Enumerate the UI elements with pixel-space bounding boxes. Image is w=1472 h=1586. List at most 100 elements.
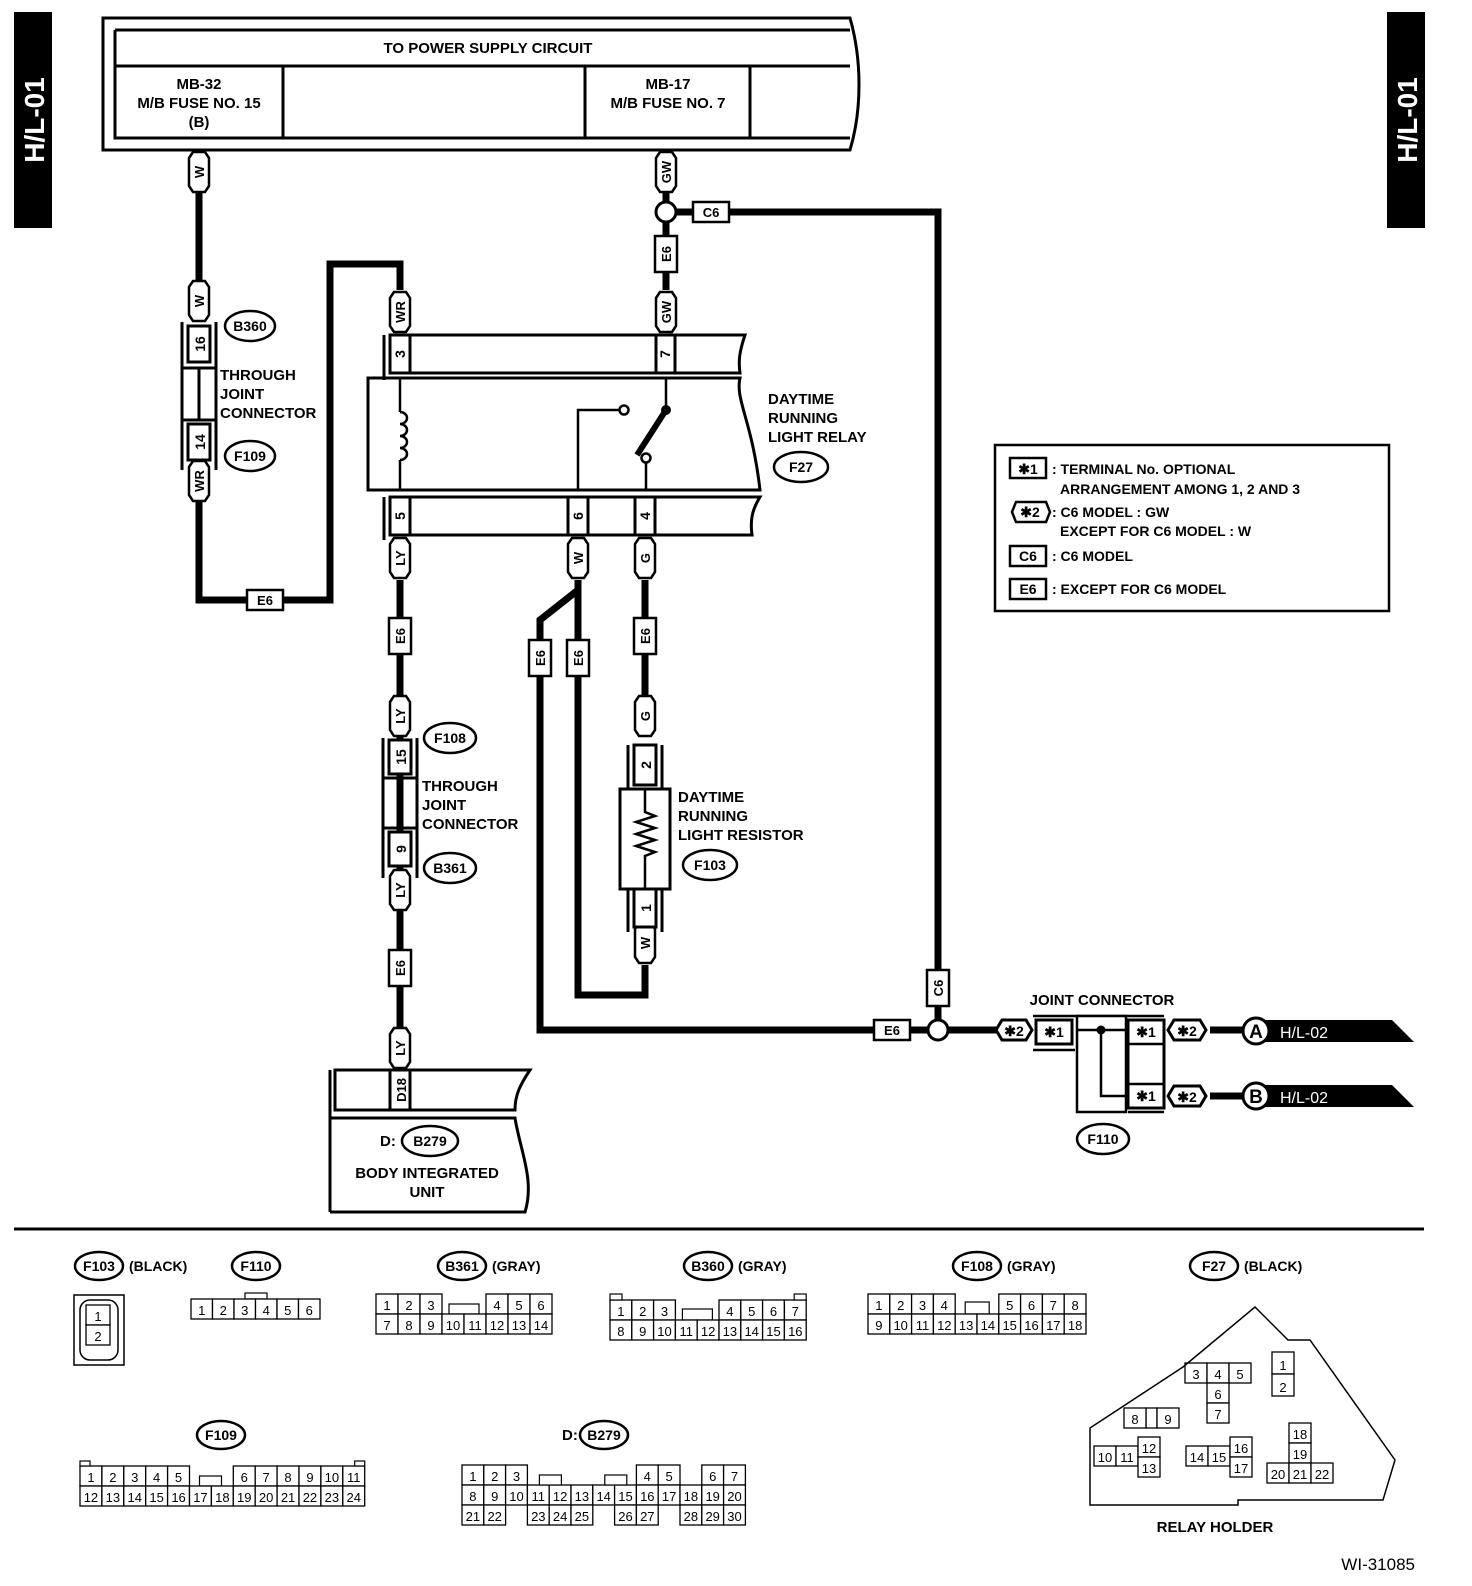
relay-pin-4: 4 (637, 512, 653, 520)
pin-14: 14 (1190, 1450, 1204, 1465)
wire-color-w-b360-text: W (192, 294, 207, 307)
resistor-label-1: DAYTIME (678, 789, 744, 806)
pin-17: 17 (1046, 1318, 1060, 1333)
wires (195, 190, 1245, 1100)
pin-27: 27 (640, 1509, 654, 1524)
wire-color-w-top-text: W (192, 165, 207, 178)
pin-23: 23 (531, 1509, 545, 1524)
model-tag-e6: E6 (387, 616, 413, 656)
pin-11: 11 (680, 1324, 694, 1339)
pin-21: 21 (1293, 1467, 1307, 1482)
model-tag-text: E6 (393, 960, 408, 976)
pin-16: 16 (640, 1489, 654, 1504)
pin-5: 5 (284, 1303, 291, 1318)
pin-6: 6 (770, 1304, 777, 1319)
side-tab-left-label: H/L-01 (19, 77, 50, 163)
fuse-left-line2: M/B FUSE NO. 15 (137, 95, 260, 112)
pin-16: 16 (1024, 1318, 1038, 1333)
pin-12: 12 (937, 1318, 951, 1333)
output-a[interactable]: A H/L-02 (1241, 1016, 1414, 1046)
output-a-circle: A (1249, 1022, 1263, 1043)
model-tag-c6: C6 (925, 968, 951, 1008)
pin-16: 16 (192, 336, 208, 352)
pin-2: 2 (491, 1469, 498, 1484)
pin-7: 7 (731, 1469, 738, 1484)
relay-pin-5: 5 (392, 512, 408, 520)
pin-21: 21 (281, 1490, 295, 1505)
model-tag-text: E6 (571, 650, 586, 666)
pin-12: 12 (490, 1318, 504, 1333)
pin-18: 18 (684, 1489, 698, 1504)
connector-name: B279 (587, 1427, 621, 1443)
resistor-label-3: LIGHT RESISTOR (678, 827, 804, 844)
through-joint-1-label-2: JOINT (220, 386, 264, 403)
pin-14: 14 (192, 434, 208, 450)
legend-key-3: C6 (1019, 548, 1037, 564)
connector-f108-label: F108 (434, 730, 466, 746)
output-b[interactable]: B H/L-02 (1241, 1081, 1414, 1111)
wire-color-w-relay: W (566, 536, 590, 580)
pin-8: 8 (617, 1324, 624, 1339)
pin-18: 18 (1293, 1427, 1307, 1442)
pin-3: 3 (1192, 1367, 1199, 1382)
wire-color-ly-b279-text: LY (393, 1040, 408, 1056)
connector-b279-label: B279 (413, 1133, 447, 1149)
pin-24: 24 (553, 1509, 567, 1524)
pin-18: 18 (215, 1490, 229, 1505)
pin-15: 15 (1212, 1450, 1226, 1465)
model-tag-text: E6 (393, 628, 408, 644)
pin-20: 20 (727, 1489, 741, 1504)
legend: ✱1 : TERMINAL No. OPTIONAL ARRANGEMENT A… (993, 443, 1391, 613)
fuse-left-line3: (B) (189, 114, 210, 131)
through-joint-1-label-1: THROUGH (220, 367, 296, 384)
connector-color: (BLACK) (129, 1258, 187, 1274)
pin-14: 14 (534, 1318, 548, 1333)
legend-2-line-1: : C6 MODEL : GW (1052, 504, 1170, 520)
output-a-ref: H/L-02 (1280, 1025, 1328, 1042)
pin-21: 21 (466, 1509, 480, 1524)
connector-view-b361-header: B361(GRAY) (436, 1250, 541, 1282)
pin-14: 14 (596, 1489, 610, 1504)
pin-7: 7 (1050, 1298, 1057, 1313)
pin-28: 28 (684, 1509, 698, 1524)
pin-13: 13 (959, 1318, 973, 1333)
pin-17: 17 (662, 1489, 676, 1504)
model-tag-e6: E6 (565, 638, 591, 678)
relay-pin-6: 6 (570, 512, 586, 520)
wire-color-w-top: W (187, 150, 211, 194)
joint-out-a-star2: ✱2 (1177, 1023, 1197, 1039)
pin-4: 4 (644, 1469, 651, 1484)
pin-3: 3 (131, 1470, 138, 1485)
connector-name: F27 (1202, 1258, 1226, 1274)
pin-2: 2 (220, 1303, 227, 1318)
pin-14: 14 (981, 1318, 995, 1333)
model-tag-text: E6 (533, 650, 548, 666)
pin-6: 6 (306, 1303, 313, 1318)
wire-color-w-b360: W (187, 279, 211, 323)
joint-out-b-star2: ✱2 (1177, 1089, 1197, 1105)
pin-11: 11 (916, 1318, 930, 1333)
pin-13: 13 (1142, 1461, 1156, 1476)
joint-in-star2: ✱2 (1004, 1023, 1024, 1039)
pin-13: 13 (106, 1490, 120, 1505)
wire-color-wr-relay: WR (388, 290, 412, 334)
wire-color-g-f103-text: G (638, 711, 653, 721)
pin-8: 8 (1131, 1412, 1138, 1427)
connector-name: F108 (961, 1258, 993, 1274)
pin-14: 14 (128, 1490, 142, 1505)
pin-8: 8 (284, 1470, 291, 1485)
pin-15: 15 (618, 1489, 632, 1504)
pin-2: 2 (109, 1470, 116, 1485)
pin-9: 9 (1164, 1412, 1171, 1427)
model-tag-text: E6 (257, 593, 273, 608)
relay-label-2: RUNNING (768, 410, 838, 427)
connector-f110-label: F110 (1087, 1131, 1118, 1147)
body-unit-label-1: BODY INTEGRATED (355, 1165, 499, 1182)
wire-color-ly-relay: LY (388, 536, 412, 580)
wire-color-g-relay: G (633, 536, 657, 580)
wire-color-ly-b361: LY (388, 868, 412, 912)
legend-2-line-2: EXCEPT FOR C6 MODEL : W (1060, 523, 1252, 539)
